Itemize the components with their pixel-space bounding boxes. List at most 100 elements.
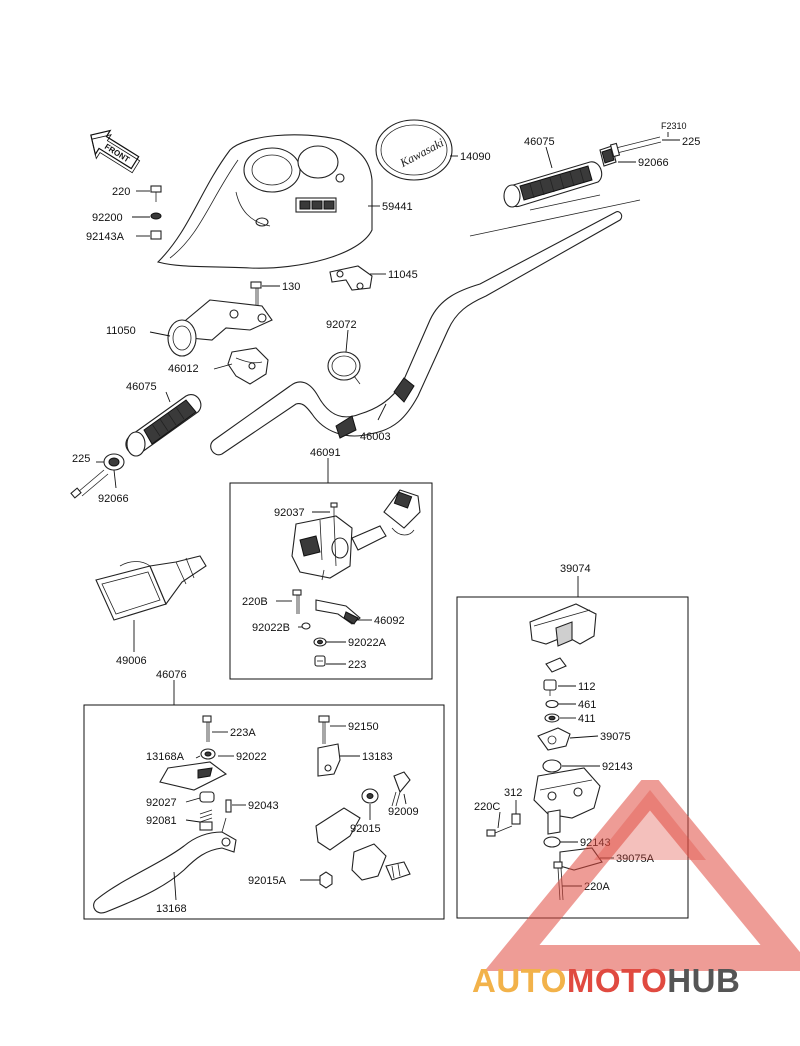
washer-461-icon: [545, 699, 559, 709]
part-label: 39075: [600, 731, 631, 743]
part-label: 461: [578, 699, 596, 711]
part-label: 92022A: [348, 637, 387, 649]
part-label: 92037: [274, 507, 305, 519]
bolt-220-icon: [150, 185, 162, 202]
screw-223A-icon: [202, 715, 212, 742]
bolt-92150-icon: [318, 715, 330, 744]
nut-92015A-icon: [319, 871, 333, 889]
washer-92022-icon: [200, 748, 216, 760]
part-label: 11050: [106, 325, 136, 337]
part-label: 92072: [326, 319, 357, 331]
diaphragm-icon: [545, 657, 567, 673]
part-label: 13168: [156, 903, 187, 915]
part-label: 92015: [350, 823, 381, 835]
part-label: 225: [72, 453, 90, 465]
part-label: 220B: [242, 596, 268, 608]
lever-holder-icon: [315, 807, 411, 881]
collar-92143A-icon: [150, 230, 162, 240]
master-cylinder-body-icon: [533, 767, 601, 835]
spacer-92027-icon: [199, 791, 215, 803]
part-label: 92066: [638, 157, 669, 169]
part-label: 92143: [602, 761, 633, 773]
front-arrow-icon: FRONT: [90, 129, 141, 174]
bracket-13183-icon: [317, 743, 341, 777]
part-label: 92027: [146, 797, 177, 809]
switch-group-frame: [229, 482, 433, 680]
part-label: 39075A: [616, 853, 655, 865]
washer-92022A-icon: [313, 637, 327, 647]
handlebar-switch-icon: [291, 489, 421, 581]
cover-badge-icon: Kawasaki: [375, 119, 453, 181]
holder-46012-icon: [227, 347, 269, 385]
bar-end-weight-icon: [599, 136, 662, 167]
part-label: 92150: [348, 721, 379, 733]
screw-223-icon: [314, 655, 326, 667]
handlebar-right-axis: [469, 194, 641, 237]
part-label: 220A: [584, 881, 610, 893]
part-label: 39074: [560, 563, 591, 575]
screw-220C-icon: [486, 825, 513, 837]
reservoir-cap-39074-icon: [529, 603, 597, 647]
bracket-11050-icon: [167, 299, 273, 357]
part-label: 46075: [524, 136, 555, 148]
watermark-logo-icon: [484, 780, 800, 971]
screw-220B-icon: [292, 589, 302, 614]
screw-112-icon: [543, 679, 557, 696]
part-label: 13168A: [146, 751, 185, 763]
part-label: 46003: [360, 431, 391, 443]
part-label: 223A: [230, 727, 256, 739]
part-label: 14090: [460, 151, 491, 163]
lever-46092-icon: [315, 599, 361, 625]
part-label: 220: [112, 186, 130, 198]
part-label: 92081: [146, 815, 177, 827]
part-label: 46076: [156, 669, 187, 681]
lever-guard-49006-icon: [95, 555, 207, 621]
part-label: 92200: [92, 212, 123, 224]
part-label: 46075: [126, 381, 157, 393]
part-label: 92143A: [86, 231, 125, 243]
spring-92081-icon: [199, 809, 213, 831]
part-label: 92009: [388, 806, 419, 818]
part-label: 92022B: [252, 622, 290, 634]
part-label: 220C: [474, 801, 500, 813]
part-label: 11045: [388, 269, 418, 281]
part-label: 59441: [382, 201, 413, 213]
part-label: 46012: [168, 363, 199, 375]
figure-code: F2310: [661, 121, 687, 131]
bracket-11045-icon: [329, 265, 373, 291]
fitting-92009-icon: [391, 771, 411, 807]
bolt-130-icon: [250, 281, 262, 306]
part-labels: 225 46075 92066 14090 59441 220 92200 92…: [72, 136, 700, 915]
clutch-lever-13168-icon: [93, 817, 237, 914]
leader-lines: [96, 132, 680, 901]
part-label: 223: [348, 659, 366, 671]
part-label: 46091: [310, 447, 341, 459]
part-label: 49006: [116, 655, 147, 667]
washer-411-icon: [544, 713, 560, 723]
part-label: 92066: [98, 493, 129, 505]
cap-92143-top-icon: [542, 759, 562, 773]
watermark-text: AUTOMOTOHUB: [472, 962, 741, 999]
screw-92037-icon: [330, 502, 338, 518]
guard-39075-icon: [537, 727, 571, 751]
adjuster-92015-icon: [361, 788, 379, 804]
part-label: 92015A: [248, 875, 287, 887]
part-label: 411: [578, 713, 596, 725]
meter-cover-icon: [156, 134, 373, 269]
lever-group-frame: [83, 704, 445, 920]
part-label: 312: [504, 787, 522, 799]
part-label: 225: [682, 136, 700, 148]
right-grip-icon: [503, 161, 603, 208]
clamp-92072-icon: [327, 351, 361, 385]
part-label: 92043: [248, 800, 279, 812]
master-cylinder-group-frame: [456, 596, 689, 919]
bracket-13168A-icon: [159, 761, 228, 791]
pin-92043-icon: [225, 799, 232, 813]
handlebar-46003-icon: [210, 211, 623, 456]
part-label: 13183: [362, 751, 393, 763]
washer-92200-icon: [150, 212, 162, 220]
part-label: 46092: [374, 615, 405, 627]
washer-92022B-icon: [301, 622, 311, 630]
part-label: 112: [578, 681, 596, 693]
